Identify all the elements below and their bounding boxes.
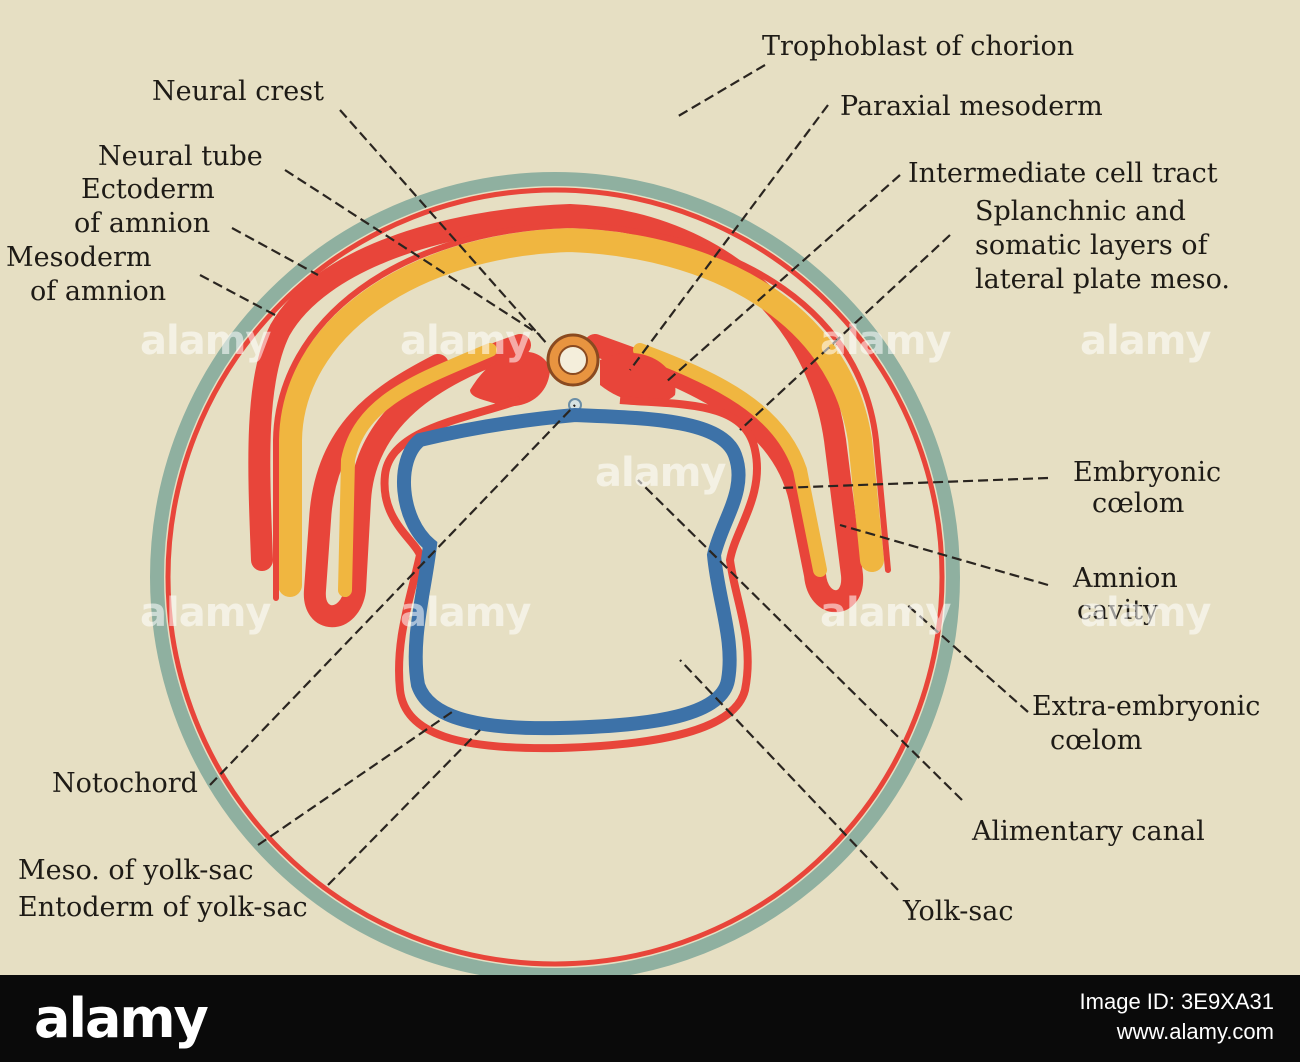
leader-meso-yolk	[257, 711, 453, 846]
footer-logo: alamy	[34, 987, 209, 1050]
leader-alimentary	[637, 479, 963, 801]
chorion-mesoderm-ring	[165, 187, 945, 967]
label-amnion-cavity-1: Amnion	[1073, 563, 1178, 594]
label-notochord: Notochord	[52, 768, 198, 799]
leader-embryonic-coelom	[779, 476, 1049, 490]
chorion-trophoblast-ring	[150, 172, 960, 975]
amnion-right-yellow-edge	[633, 343, 827, 577]
label-extra-embryonic-1: Extra-embryonic	[1032, 691, 1261, 722]
yolk-sac-entoderm	[397, 407, 746, 736]
paraxial-mesoderm-left	[470, 351, 550, 407]
label-splanchnic-2: somatic layers of	[975, 230, 1208, 261]
label-trophoblast: Trophoblast of chorion	[762, 31, 1075, 62]
neural-tube	[546, 333, 600, 387]
footer-bar: alamy Image ID: 3E9XA31 www.alamy.com	[0, 975, 1300, 1062]
amnion	[248, 204, 891, 628]
footer-meta: Image ID: 3E9XA31 www.alamy.com	[1080, 987, 1274, 1047]
label-ectoderm-amnion-2: of amnion	[74, 208, 211, 239]
label-mesoderm-amnion-2: of amnion	[30, 276, 167, 307]
label-splanchnic-3: lateral plate meso.	[975, 264, 1231, 295]
label-mesoderm-amnion-1: Mesoderm	[6, 242, 152, 273]
leader-ectoderm-amnion	[231, 227, 319, 276]
leader-amnion-cavity	[839, 523, 1049, 587]
label-splanchnic-1: Splanchnic and	[975, 196, 1186, 227]
label-entoderm-yolk-sac: Entoderm of yolk-sac	[18, 892, 308, 923]
paraxial-mesoderm-right	[600, 352, 676, 404]
leader-splanchnic	[739, 234, 951, 431]
amnion-inner-yellow-edge	[338, 343, 497, 597]
image-id-text: Image ID: 3E9XA31	[1079, 989, 1274, 1014]
label-alimentary-canal: Alimentary canal	[972, 816, 1205, 847]
label-meso-yolk-sac: Meso. of yolk-sac	[18, 855, 254, 886]
amnion-ectoderm-band	[278, 228, 884, 597]
figure: Trophoblast of chorion Neural crest Para…	[6, 31, 1261, 975]
site-url-text: www.alamy.com	[1116, 1019, 1274, 1044]
label-neural-crest: Neural crest	[152, 76, 324, 107]
label-paraxial-mesoderm: Paraxial mesoderm	[840, 91, 1103, 122]
leader-yolk-sac	[679, 659, 899, 891]
label-amnion-cavity-2: cavity	[1077, 595, 1159, 626]
label-embryonic-coelom-1: Embryonic	[1073, 457, 1222, 488]
label-ectoderm-amnion-1: Ectoderm	[81, 174, 215, 205]
embryo-cross-section-diagram	[150, 64, 1049, 975]
leader-neural-tube	[284, 169, 541, 336]
leader-paraxial	[629, 104, 829, 371]
leader-intermediate	[664, 174, 901, 384]
leader-neural-crest	[339, 109, 549, 346]
label-intermediate-cell-tract: Intermediate cell tract	[908, 158, 1218, 189]
leader-lines	[199, 64, 1049, 891]
amnion-inner-mesoderm	[273, 222, 891, 601]
label-neural-tube: Neural tube	[98, 141, 263, 172]
leader-notochord	[209, 404, 576, 786]
label-embryonic-coelom-2: cœlom	[1092, 488, 1185, 519]
yolk-sac-mesoderm	[380, 396, 761, 753]
leader-entoderm-yolk	[327, 729, 481, 886]
leader-trophoblast	[674, 64, 766, 119]
label-yolk-sac: Yolk-sac	[903, 896, 1014, 927]
leader-extra-embryonic	[904, 602, 1029, 713]
label-extra-embryonic-2: cœlom	[1050, 725, 1143, 756]
